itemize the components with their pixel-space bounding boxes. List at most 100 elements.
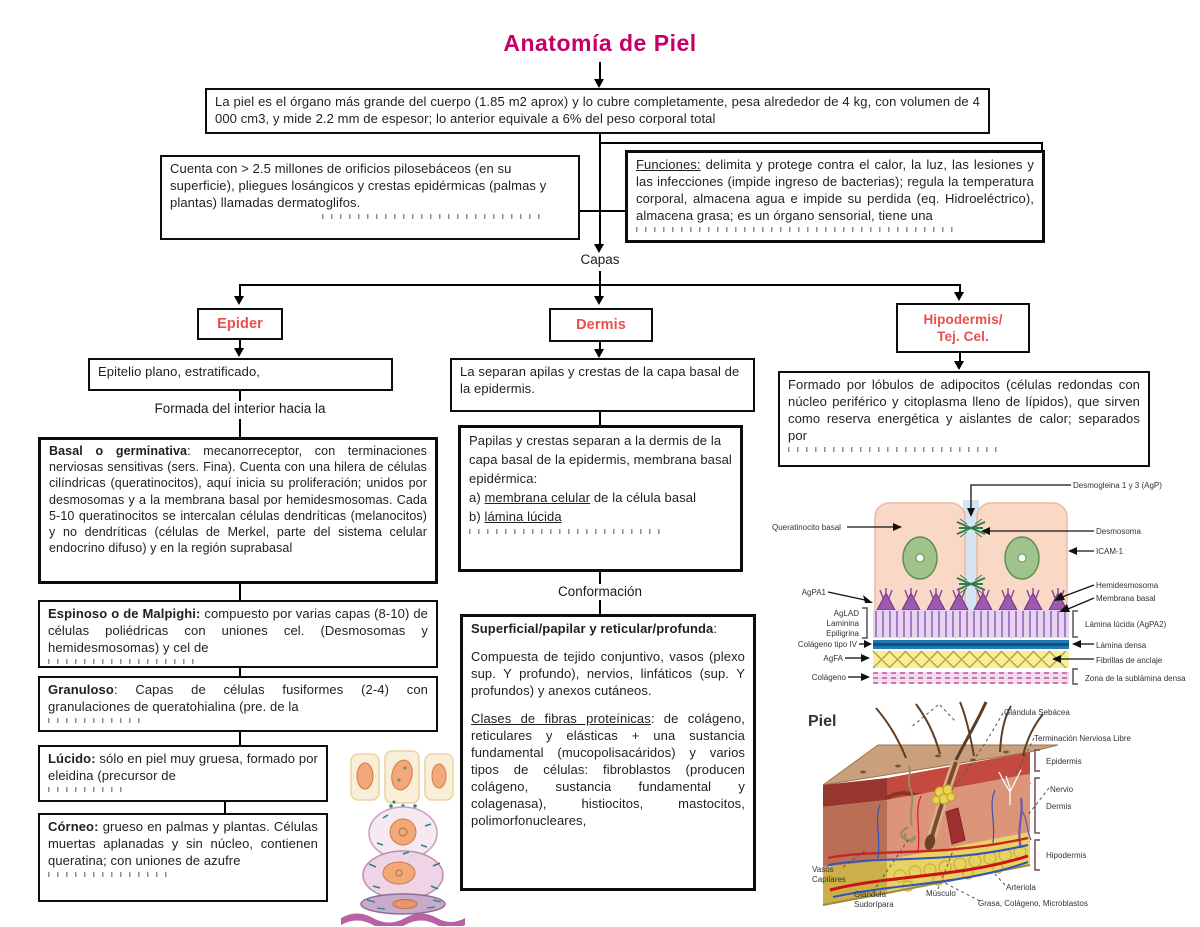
intro-text: La piel es el órgano más grande del cuer… — [215, 94, 980, 126]
corneo-lead: Córneo: — [48, 819, 99, 834]
granuloso-box: Granuloso: Capas de células fusiformes (… — [38, 676, 438, 732]
connector-orificios — [580, 210, 627, 212]
connector — [599, 572, 601, 584]
corneo-text: grueso en palmas y plantas. Células muer… — [48, 819, 318, 868]
nucleolus — [398, 827, 408, 837]
side-hipodermis — [823, 860, 887, 905]
branch-dermis: Dermis — [549, 308, 653, 342]
lucido-text: sólo en piel muy gruesa, formado por ele… — [48, 751, 318, 783]
skin-top-face — [822, 744, 1059, 786]
sublamina-dashes — [873, 672, 1069, 684]
clipped-text — [322, 214, 542, 219]
label-vasos-2: Capilares — [812, 875, 846, 884]
hair-shaft — [954, 701, 988, 761]
label-colageno: Colágeno — [812, 673, 847, 682]
label-desmosoma: Desmosoma — [1096, 527, 1141, 536]
corneo-box: Córneo: grueso en palmas y plantas. Célu… — [38, 813, 328, 902]
nucleus — [431, 763, 447, 789]
formado-text: Formado por lóbulos de adipocitos (célul… — [788, 377, 1140, 443]
connector-main — [599, 134, 601, 245]
connector — [239, 340, 241, 349]
item-a-rest: de la célula basal — [590, 490, 697, 505]
connector-dermis — [599, 284, 601, 297]
label-sudoripara-1: Glándula — [854, 890, 887, 899]
label-laminina: Laminina — [827, 619, 860, 628]
connector — [239, 584, 241, 600]
capas-label: Capas — [580, 252, 620, 267]
label-queratinocito: Queratinocito basal — [772, 523, 841, 532]
superficial-head: Superficial/papilar y reticular/profunda… — [471, 620, 745, 637]
granules — [368, 851, 441, 890]
label-hemidesmosoma: Hemidesmosoma — [1096, 581, 1159, 590]
capillary — [876, 804, 881, 859]
hair-bulb — [924, 834, 936, 850]
label-arteriola: Arteriola — [1006, 883, 1036, 892]
anchoring-fibrils-lattice — [872, 650, 1067, 669]
label-lamina-lucida: Lámina lúcida (AgPA2) — [1085, 620, 1167, 629]
skin-block-illustration: Piel Glándula Sebácea Terminación Nervio… — [808, 701, 1131, 909]
clipped-text — [48, 718, 143, 723]
arrowhead — [954, 292, 964, 301]
arrector-muscle — [945, 807, 966, 845]
papilas-box: Papilas y crestas separan a la dermis de… — [458, 425, 743, 572]
funciones-text: delimita y protege contra el calor, la l… — [636, 157, 1034, 223]
basal-lead: Basal o germinativa — [49, 444, 188, 458]
connector — [239, 732, 241, 745]
superficial-p1: Compuesta de tejido conjuntivo, vasos (p… — [471, 649, 745, 698]
espinoso-text: compuesto por varias capas (8-10) de cél… — [48, 606, 428, 655]
nucleus — [389, 818, 417, 846]
connector — [239, 391, 241, 401]
page-title: Anatomía de Piel — [503, 30, 697, 56]
capillary — [917, 795, 922, 853]
basal-text: : mecanorreceptor, con terminaciones ner… — [49, 444, 427, 556]
espinoso-lead: Espinoso o de Malpighi: — [48, 606, 201, 621]
lamina-lucida-band — [873, 610, 1069, 638]
clipped-text — [48, 787, 129, 792]
granules — [366, 899, 442, 910]
hairs — [875, 701, 1044, 759]
connector-epidermis — [239, 284, 241, 297]
nucleus — [382, 861, 416, 885]
label-fibrillas: Fibrillas de anclaje — [1096, 656, 1163, 665]
granuloso-text: : Capas de células fusiformes (2-4) con … — [48, 682, 428, 714]
nerve — [1018, 797, 1023, 849]
anchoring-fibrils-band — [873, 651, 1069, 668]
branch-epidermis: Epider — [197, 308, 283, 340]
nucleolus — [1017, 553, 1027, 563]
branch-epidermis-label: Epider — [217, 315, 263, 332]
connector-funciones-drop — [1041, 142, 1043, 151]
branch-hipodermis-label1: Hipodermis/ — [923, 312, 1003, 327]
arrowhead — [594, 349, 604, 358]
capillary — [991, 789, 996, 844]
funciones-box: Funciones: delimita y protege contra el … — [625, 150, 1045, 243]
label-sudoripara-2: Sudorípara — [854, 900, 894, 909]
superficial-box: Superficial/papilar y reticular/profunda… — [460, 614, 756, 891]
free-nerve-ending — [998, 769, 1022, 805]
sweat-gland-coil — [900, 826, 917, 843]
basal-box: Basal o germinativa: mecanorreceptor, co… — [38, 437, 438, 584]
p2-underlined: Clases de fibras proteínicas — [471, 711, 651, 726]
granuloso-lead: Granuloso — [48, 682, 114, 697]
brackets — [1034, 749, 1040, 871]
sebaceous-gland — [931, 784, 956, 805]
label-musculo: Músculo — [926, 889, 956, 898]
label-aglad: AgLAD — [834, 609, 860, 618]
sweat-duct — [907, 765, 914, 827]
papilas-text: Papilas y crestas separan a la dermis de… — [469, 433, 732, 486]
leader-lines — [827, 484, 1095, 678]
leader-lines — [842, 704, 1050, 902]
item-b-underlined: lámina lúcida — [484, 509, 562, 524]
connector — [599, 342, 601, 350]
arrowhead — [234, 348, 244, 357]
connector — [599, 412, 601, 425]
formado-box: Formado por lóbulos de adipocitos (célul… — [778, 371, 1150, 467]
superficial-p2: Clases de fibras proteínicas: de colágen… — [471, 710, 745, 829]
blood-vessel-red — [827, 836, 1029, 860]
label-vasos-1: Vasos — [812, 865, 834, 874]
blood-vessel-blue — [827, 844, 1029, 866]
arrowhead — [954, 361, 964, 370]
brackets — [862, 607, 1078, 685]
orificios-box: Cuenta con > 2.5 millones de orificios p… — [160, 155, 580, 240]
item-a-underlined: membrana celular — [484, 490, 591, 505]
label-glandula-sebacea: Glándula Sebácea — [1004, 708, 1070, 717]
